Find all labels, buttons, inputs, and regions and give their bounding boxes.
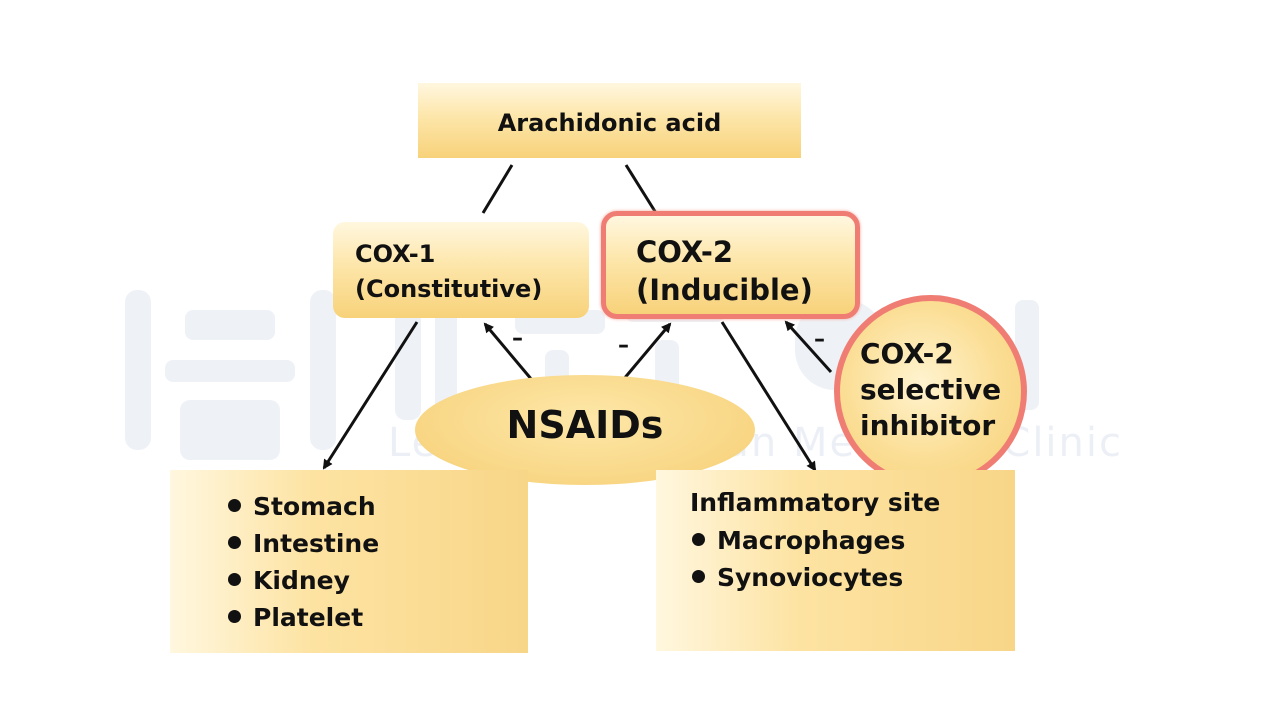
cox2-subtitle: (Inducible): [636, 273, 813, 307]
bullet-icon: [228, 572, 241, 586]
cox2-box: COX-2 (Inducible): [601, 211, 860, 319]
list-item: Macrophages: [692, 526, 905, 555]
cox1-box: COX-1 (Constitutive): [333, 222, 589, 318]
selective-line-2: selective: [860, 373, 1002, 406]
inhibit-sign-cox1: –: [512, 326, 523, 351]
bullet-icon: [692, 532, 705, 546]
inhibit-sign-cox2: –: [618, 333, 629, 358]
bullet-icon: [228, 535, 241, 549]
list-item: Kidney: [228, 566, 350, 595]
line-arachidonic-to-cox2: [624, 164, 658, 214]
list-item: Platelet: [228, 603, 363, 632]
cox2-title: COX-2: [636, 235, 734, 269]
cox1-subtitle: (Constitutive): [355, 275, 543, 303]
list-item: Intestine: [228, 529, 379, 558]
cox1-title: COX-1: [355, 240, 436, 268]
bullet-icon: [228, 498, 241, 512]
arachidonic-acid-label: Arachidonic acid: [497, 109, 722, 137]
inhibit-sign-selective: –: [814, 327, 825, 352]
cox2-targets-box: Inflammatory site Macrophages Synoviocyt…: [656, 470, 1015, 651]
arrow-cox1-to-stomach: [322, 321, 419, 470]
inflammatory-site-heading: Inflammatory site: [690, 488, 941, 517]
selective-line-1: COX-2: [860, 337, 954, 370]
list-item: Stomach: [228, 492, 376, 521]
selective-line-3: inhibitor: [860, 409, 996, 442]
cox1-targets-box: Stomach Intestine Kidney Platelet: [170, 470, 528, 653]
list-item: Synoviocytes: [692, 563, 903, 592]
arrow-cox2-to-inflammatory: [720, 321, 817, 472]
arachidonic-acid-box: Arachidonic acid: [418, 83, 801, 158]
line-arachidonic-to-cox1: [481, 164, 514, 214]
arrow-selective-inhibit-cox2: [784, 320, 833, 374]
cox2-selective-inhibitor-circle: COX-2 selective inhibitor: [834, 295, 1027, 488]
bullet-icon: [228, 609, 241, 623]
arrow-nsaids-inhibit-cox1: [483, 322, 534, 381]
arrow-nsaids-inhibit-cox2: [621, 322, 672, 381]
nsaids-label: NSAIDs: [506, 403, 664, 447]
bullet-icon: [692, 569, 705, 583]
nsaids-ellipse: NSAIDs: [415, 375, 755, 485]
